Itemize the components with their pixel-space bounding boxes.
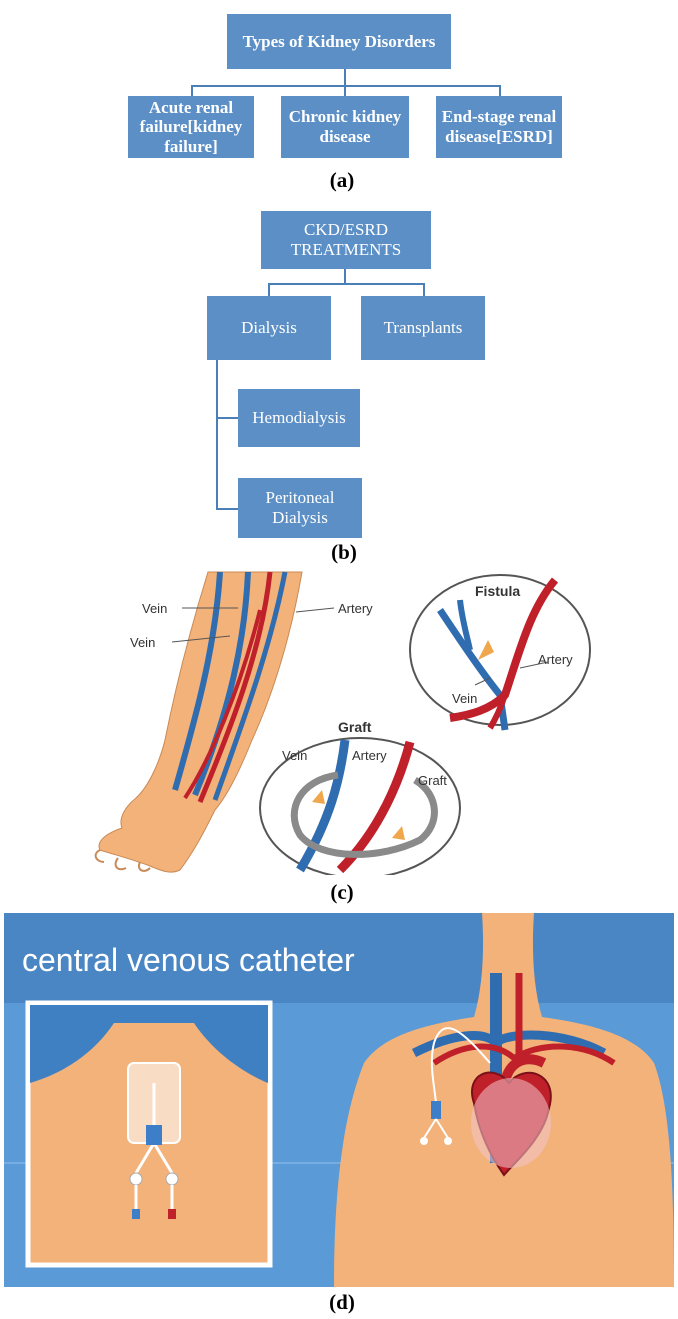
node-acute-renal-failure: Acute renal failure[kidney failure] (128, 96, 254, 158)
node-peritoneal-dialysis: Peritoneal Dialysis (238, 478, 362, 538)
node-end-stage-renal-disease: End-stage renal disease[ESRD] (436, 96, 562, 158)
connector (344, 69, 346, 86)
panel-d-title: central venous catheter (22, 942, 355, 978)
connector (216, 508, 238, 510)
connector (216, 360, 218, 510)
node-hemodialysis: Hemodialysis (238, 389, 360, 447)
caption-a: (a) (312, 168, 372, 193)
node-chronic-kidney-disease: Chronic kidney disease (281, 96, 409, 158)
vascular-access-illustration: Vein Artery Vein Fistula Artery Vein Gra… (0, 570, 678, 875)
label-fistula-artery: Artery (538, 652, 573, 667)
connector (268, 283, 425, 285)
label-graft-graft: Graft (418, 773, 447, 788)
label-vein-mid: Vein (130, 635, 155, 650)
label-vein-top: Vein (142, 601, 167, 616)
label-graft-artery: Artery (352, 748, 387, 763)
label-fistula-title: Fistula (475, 583, 520, 599)
central-venous-catheter-illustration: central venous catheter (4, 913, 674, 1287)
connector (191, 85, 501, 87)
connector (423, 283, 425, 297)
caption-c: (c) (312, 880, 372, 905)
connector (216, 417, 238, 419)
connector (268, 283, 270, 297)
label-graft-title: Graft (338, 719, 372, 735)
node-dialysis: Dialysis (207, 296, 331, 360)
label-artery-arm: Artery (338, 601, 373, 616)
caption-d: (d) (312, 1290, 372, 1315)
label-fistula-vein: Vein (452, 691, 477, 706)
caption-b: (b) (314, 540, 374, 565)
node-transplants: Transplants (361, 296, 485, 360)
connector (344, 269, 346, 284)
label-graft-vein: Vein (282, 748, 307, 763)
root-node-treatments: CKD/ESRD TREATMENTS (261, 211, 431, 269)
root-node-kidney-disorders: Types of Kidney Disorders (227, 14, 451, 69)
